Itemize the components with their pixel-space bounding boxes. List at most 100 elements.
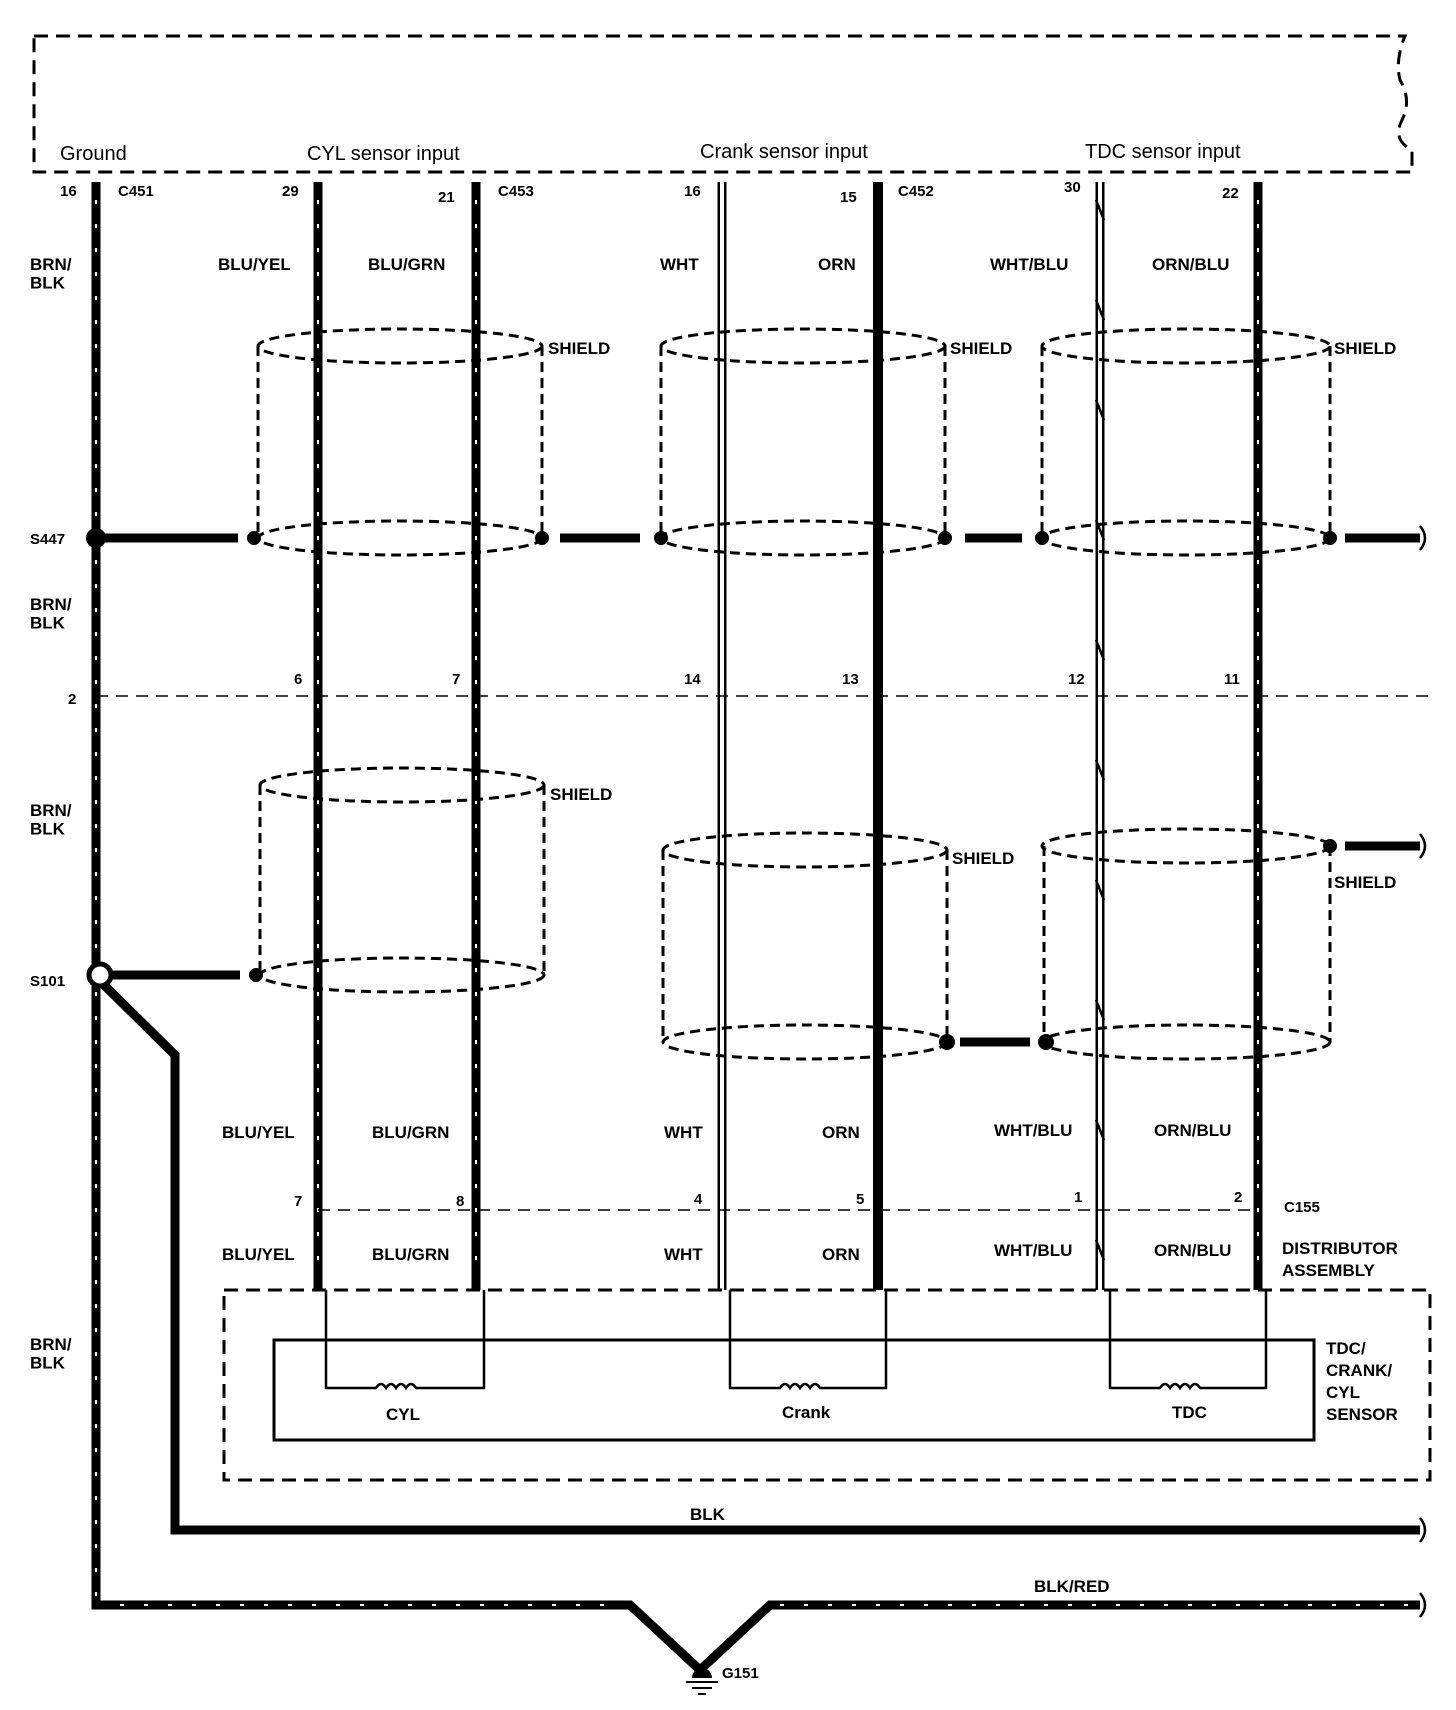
crank-coil [728, 1290, 888, 1391]
wht-bottom: WHT [664, 1245, 703, 1264]
tdc-coil [1108, 1290, 1268, 1391]
coil-cyl-label: CYL [386, 1405, 420, 1424]
tdc-shield-node-bottom [1038, 1034, 1054, 1050]
blu-grn-top: BLU/GRN [368, 255, 445, 274]
g151-label: G151 [722, 1665, 759, 1682]
orn-bottom: ORN [822, 1245, 860, 1264]
s447-node-cyl [247, 531, 261, 545]
blu-yel-lower: BLU/YEL [222, 1123, 295, 1142]
coil-crank-label: Crank [782, 1403, 831, 1422]
s447-label: S447 [30, 531, 65, 548]
pin-mid-crank-b: 13 [842, 671, 859, 688]
pin-top-cyl-b: 21 [438, 189, 455, 206]
brn-blk-mid-1: BRN/BLK [30, 595, 72, 633]
shield-label-crank-lower: SHIELD [952, 849, 1014, 868]
pin-bottom-tdc-a: 1 [1074, 1189, 1082, 1206]
pin-top-cyl-a: 29 [282, 183, 299, 200]
pin-mid-ground: 2 [68, 691, 76, 708]
ecm-box [32, 34, 1414, 174]
pin-top-crank-b: 15 [840, 189, 857, 206]
sensor-line3: CYL [1326, 1383, 1360, 1402]
brn-blk-mid-2: BRN/BLK [30, 801, 72, 839]
sensor-line1: TDC/ [1326, 1339, 1366, 1358]
wht-blu-lower: WHT/BLU [994, 1121, 1072, 1140]
shield-tdc-lower [1040, 827, 1332, 1061]
orn-lower: ORN [822, 1123, 860, 1142]
distributor-line2: ASSEMBLY [1282, 1261, 1376, 1280]
distributor-line1: DISTRIBUTOR [1282, 1239, 1398, 1258]
crank-input-label: Crank sensor input [700, 141, 868, 163]
wht-blu-top: WHT/BLU [990, 255, 1068, 274]
s447-node-cyl-r [535, 531, 549, 545]
ground-wire [91, 182, 1420, 1677]
wht-blu-bottom: WHT/BLU [994, 1241, 1072, 1260]
tdc-wire-a-stripes [1094, 199, 1106, 1261]
sensor-line4: SENSOR [1326, 1405, 1398, 1424]
shield-crank-lower [661, 831, 949, 1061]
s447-break [1419, 525, 1427, 551]
blk-label: BLK [690, 1505, 726, 1524]
shield-cyl-upper [256, 327, 544, 557]
shield-tdc-upper [1040, 327, 1332, 557]
pin-top-ground: 16 [60, 183, 77, 200]
sensor-line2: CRANK/ [1326, 1361, 1392, 1380]
blk-wire [100, 981, 1420, 1535]
ground-symbol [686, 1668, 718, 1695]
pin-top-tdc-a: 30 [1064, 179, 1081, 196]
blk-red-label: BLK/RED [1034, 1577, 1110, 1596]
s447-node-crank-r [938, 531, 952, 545]
s447-node-crank [654, 531, 668, 545]
s101-node-cyl [249, 968, 263, 982]
connector-c451: C451 [118, 183, 154, 200]
orn-blu-top: ORN/BLU [1152, 255, 1229, 274]
connector-c453: C453 [498, 183, 534, 200]
orn-blu-bottom: ORN/BLU [1154, 1241, 1231, 1260]
shield-label-cyl-lower: SHIELD [550, 785, 612, 804]
pin-top-tdc-b: 22 [1222, 185, 1239, 202]
orn-top: ORN [818, 255, 856, 274]
s101-label: S101 [30, 973, 65, 990]
orn-blu-lower: ORN/BLU [1154, 1121, 1231, 1140]
shield-label-crank-upper: SHIELD [950, 339, 1012, 358]
shield-cyl-lower [258, 766, 546, 994]
connector-c155: C155 [1284, 1199, 1320, 1216]
pin-bottom-crank-b: 5 [856, 1191, 864, 1208]
pin-top-crank-a: 16 [684, 183, 701, 200]
connector-c452: C452 [898, 183, 934, 200]
shield-label-tdc-upper: SHIELD [1334, 339, 1396, 358]
cyl-coil [324, 1290, 486, 1391]
blu-grn-lower: BLU/GRN [372, 1123, 449, 1142]
s447-node-tdc-r [1323, 531, 1337, 545]
tdc-input-label: TDC sensor input [1085, 141, 1241, 163]
cyl-input-label: CYL sensor input [307, 143, 460, 165]
blk-red-break [1419, 1592, 1427, 1618]
shield-label-cyl-upper: SHIELD [548, 339, 610, 358]
tdc-shield-node-top [1323, 839, 1337, 853]
pin-mid-crank-a: 14 [684, 671, 701, 688]
pin-mid-cyl-a: 6 [294, 671, 302, 688]
pin-bottom-crank-a: 4 [694, 1191, 703, 1208]
shield-crank-upper [659, 327, 947, 557]
pin-bottom-cyl-a: 7 [294, 1193, 302, 1210]
s447-node-tdc [1035, 531, 1049, 545]
shield-label-tdc-lower: SHIELD [1334, 873, 1396, 892]
tdc-shield-break [1419, 833, 1427, 859]
pin-mid-tdc-a: 12 [1068, 671, 1085, 688]
brn-blk-top-1: BRN/BLK [30, 255, 72, 293]
wht-lower: WHT [664, 1123, 703, 1142]
brn-blk-bottom: BRN/BLK [30, 1335, 72, 1373]
blu-yel-top: BLU/YEL [218, 255, 291, 274]
pin-mid-tdc-b: 11 [1224, 671, 1240, 688]
crank-shield-node [939, 1034, 955, 1050]
distributor-box [222, 1288, 1432, 1482]
pin-mid-cyl-b: 7 [452, 671, 460, 688]
blu-yel-bottom: BLU/YEL [222, 1245, 295, 1264]
pin-bottom-tdc-b: 2 [1234, 1189, 1242, 1206]
coil-tdc-label: TDC [1172, 1403, 1207, 1422]
s101-splice [86, 961, 114, 989]
sensor-box [272, 1338, 1316, 1442]
s447-splice [86, 528, 106, 548]
wht-top: WHT [660, 255, 699, 274]
blu-grn-bottom: BLU/GRN [372, 1245, 449, 1264]
